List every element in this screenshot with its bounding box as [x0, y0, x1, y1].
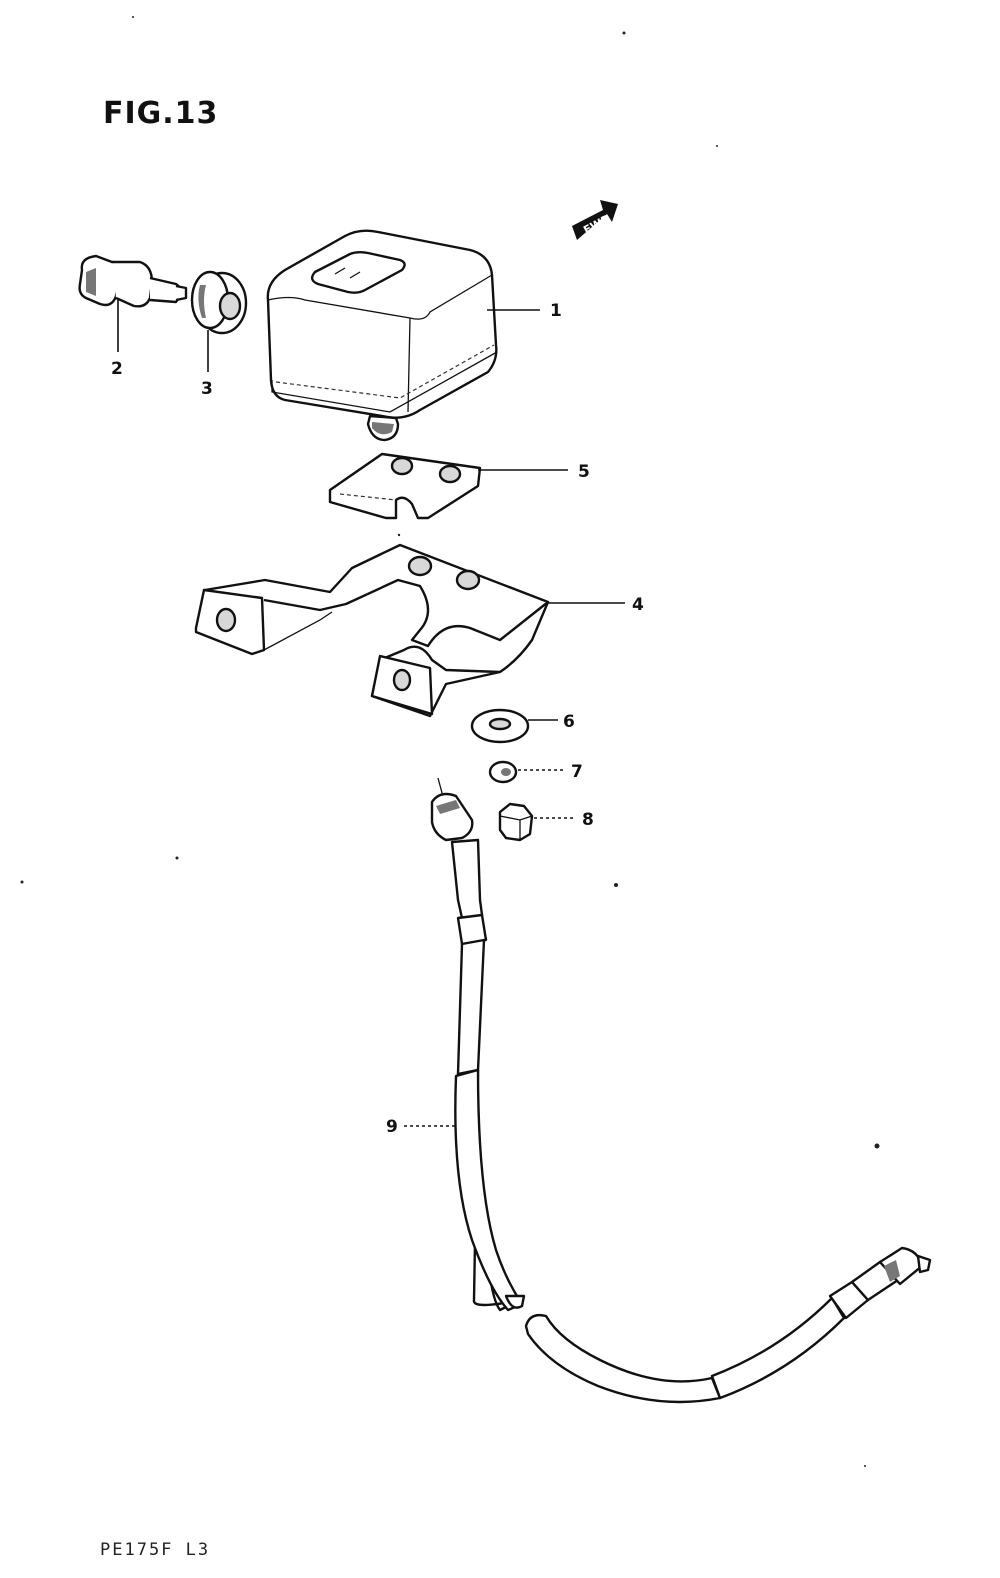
callout-1: 1	[550, 301, 562, 321]
callout-8: 8	[582, 810, 594, 830]
callout-7: 7	[571, 762, 583, 782]
callout-2: 2	[111, 359, 123, 379]
figure-title: FIG.13	[103, 96, 219, 131]
part-5-plate	[328, 452, 482, 520]
callout-5: 5	[578, 462, 590, 482]
part-2-bulb-socket	[78, 254, 188, 308]
part-6-washer	[470, 708, 530, 744]
part-3-grommet	[190, 270, 248, 335]
part-9-cable	[430, 777, 932, 1404]
scan-specks	[20, 16, 880, 1467]
fwd-arrow-icon: FWD	[572, 200, 618, 240]
footer-code: PE175F L3	[100, 1540, 211, 1560]
part-8-nut	[498, 802, 534, 842]
callout-6: 6	[563, 712, 575, 732]
part-7-lock-washer	[488, 760, 518, 784]
callout-3: 3	[201, 379, 213, 399]
callout-4: 4	[632, 595, 644, 615]
callout-9: 9	[386, 1117, 398, 1137]
part-1-meter-housing	[266, 229, 498, 442]
part-4-bracket	[194, 543, 550, 718]
